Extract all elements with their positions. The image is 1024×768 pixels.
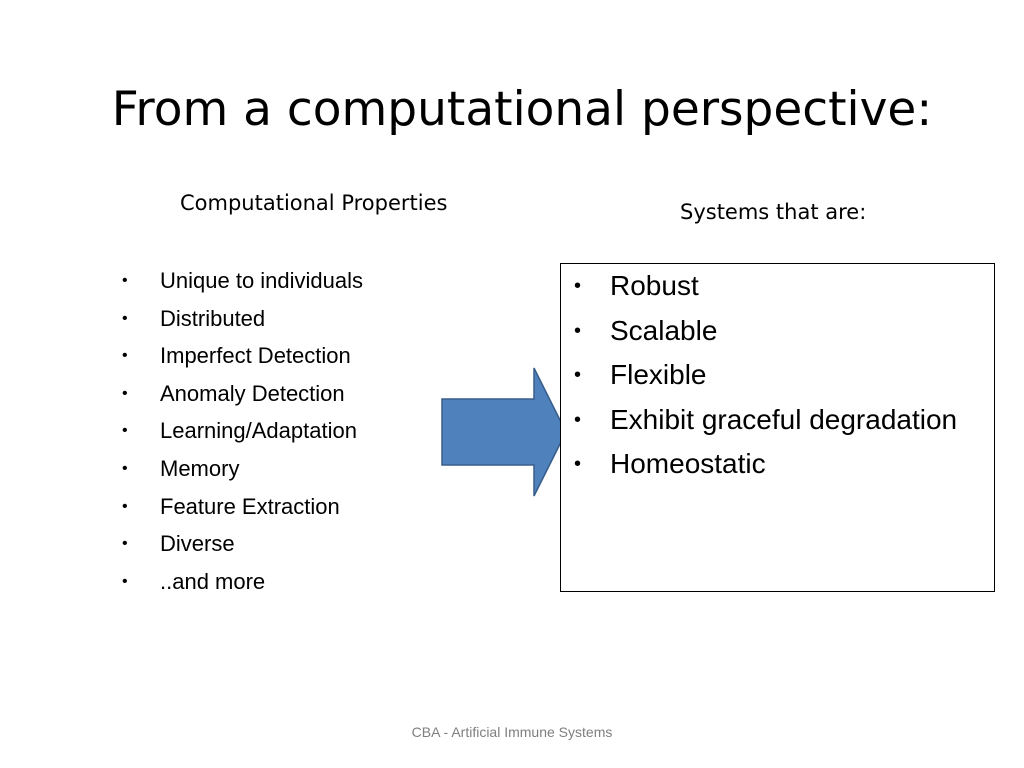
list-item: • Homeostatic	[574, 446, 984, 482]
list-item-text: Exhibit graceful degradation	[610, 403, 958, 435]
right-column-heading: Systems that are:	[680, 200, 867, 224]
systems-box	[560, 263, 995, 592]
list-item: • Scalable	[574, 313, 984, 349]
list-item-text: Anomaly Detection	[160, 380, 345, 406]
bullet-icon: •	[574, 275, 582, 297]
list-item-text: Diverse	[160, 531, 235, 557]
list-item-text: ..and more	[160, 568, 266, 594]
bullet-icon: •	[122, 535, 128, 553]
list-item: • Exhibit graceful degradation	[574, 402, 984, 438]
slide-title: From a computational perspective:	[111, 82, 933, 137]
bullet-icon: •	[122, 384, 128, 402]
list-item: • Robust	[574, 268, 984, 304]
list-item: • Memory	[118, 450, 363, 488]
bullet-icon: •	[122, 459, 128, 477]
list-item: • Diverse	[118, 525, 363, 563]
bullet-icon: •	[122, 572, 128, 590]
arrow-shape	[441, 367, 567, 497]
bullet-icon: •	[122, 309, 128, 327]
list-item-text: Imperfect Detection	[160, 343, 351, 369]
list-item: • Distributed	[118, 300, 363, 338]
left-column-heading: Computational Properties	[180, 191, 448, 215]
bullet-icon: •	[574, 364, 582, 386]
list-item-text: Distributed	[160, 305, 266, 331]
list-item-text: Feature Extraction	[160, 493, 340, 519]
list-item: • Learning/Adaptation	[118, 412, 363, 450]
list-item-text: Flexible	[610, 359, 707, 390]
list-item: • ..and more	[118, 563, 363, 601]
bullet-icon: •	[122, 422, 128, 440]
slide-footer: CBA - Artificial Immune Systems	[411, 724, 613, 740]
bullet-icon: •	[122, 272, 128, 289]
list-item-text: Memory	[160, 455, 240, 481]
bullet-icon: •	[574, 408, 582, 431]
bullet-icon: •	[574, 453, 582, 475]
list-item-text: Learning/Adaptation	[160, 418, 357, 444]
list-item: • Unique to individuals	[118, 262, 363, 300]
list-item: • Anomaly Detection	[118, 375, 363, 413]
computational-properties-list: • Unique to individuals • Distributed • Imp…	[118, 262, 363, 600]
list-item: • Feature Extraction	[118, 488, 363, 526]
list-item: • Flexible	[574, 357, 984, 393]
bullet-icon: •	[574, 319, 582, 342]
list-item-text: Unique to individuals	[160, 268, 364, 293]
list-item-text: Homeostatic	[610, 448, 766, 479]
list-item-text: Scalable	[610, 314, 718, 346]
list-item-text: Robust	[610, 270, 699, 301]
list-item: • Imperfect Detection	[118, 337, 363, 375]
bullet-icon: •	[122, 347, 128, 365]
right-arrow-icon	[441, 367, 567, 497]
bullet-icon: •	[122, 497, 128, 515]
systems-list: • Robust • Scalable • Flexible • Exhibit gra…	[574, 268, 984, 491]
